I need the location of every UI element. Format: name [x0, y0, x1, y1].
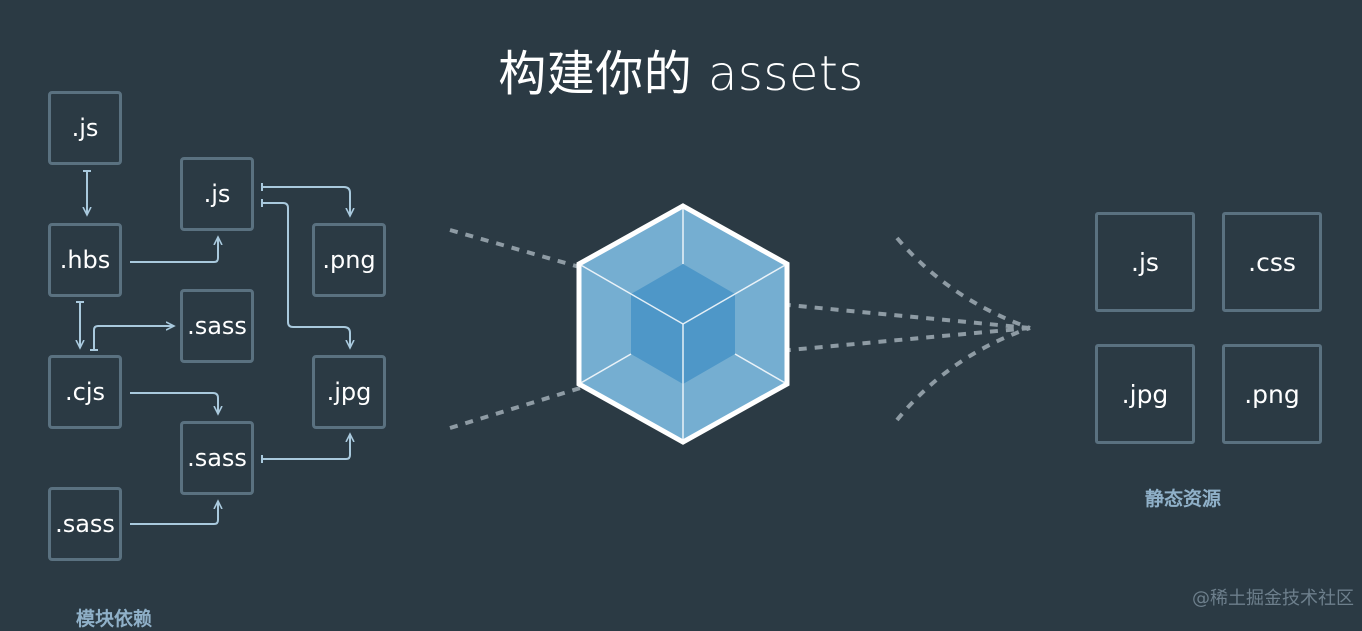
module-sass: .sass [180, 289, 254, 363]
arrow-js-to-jpg [262, 202, 350, 348]
module-hbs: .hbs [48, 223, 122, 297]
asset-js: .js [1095, 212, 1195, 312]
output-ray [895, 326, 1031, 422]
output-ray [895, 236, 1031, 330]
module-jpg: .jpg [312, 355, 386, 429]
arrow-sass-to-sass [130, 501, 218, 525]
output-caption: 静态资源 [1145, 488, 1222, 510]
asset-png: .png [1222, 344, 1322, 444]
arrow-sass-to-jpg [262, 434, 350, 460]
asset-css: .css [1222, 212, 1322, 312]
connectors [0, 170, 1031, 525]
asset-jpg: .jpg [1095, 344, 1195, 444]
arrow-cjs-to-sass [93, 326, 174, 350]
input-ray-bottom [449, 383, 591, 430]
module-js: .js [48, 91, 122, 165]
module-sass: .sass [180, 421, 254, 495]
module-js: .js [180, 157, 254, 231]
page-title: 构建你的 assets [498, 46, 864, 102]
diagram: 构建你的 assets [0, 46, 1354, 630]
module-sass: .sass [48, 487, 122, 561]
webpack-cube-icon [576, 203, 790, 445]
arrow-js-to-png [262, 186, 350, 216]
module-png: .png [312, 223, 386, 297]
watermark: @稀土掘金技术社区 [1192, 588, 1354, 609]
arrow-cjs-to-sass [130, 392, 218, 414]
input-ray-top [449, 228, 591, 272]
input-caption: 模块依赖 [76, 608, 153, 630]
arrow-hbs-to-js [130, 237, 218, 263]
module-cjs: .cjs [48, 355, 122, 429]
